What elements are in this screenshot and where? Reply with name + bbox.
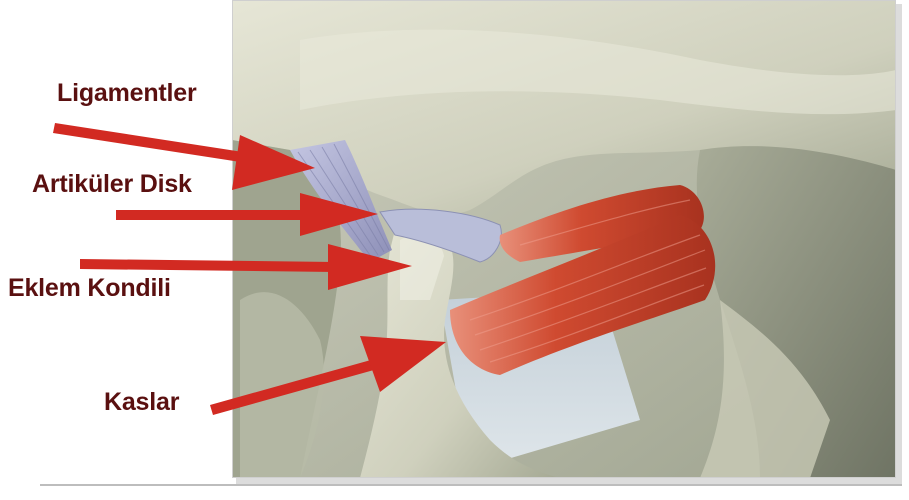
- ligament-label: Ligamentler: [57, 79, 197, 108]
- muscle-label: Kaslar: [104, 388, 179, 417]
- condyle-label: Eklem Kondili: [8, 274, 171, 303]
- articular-disc-label: Artiküler Disk: [32, 170, 192, 199]
